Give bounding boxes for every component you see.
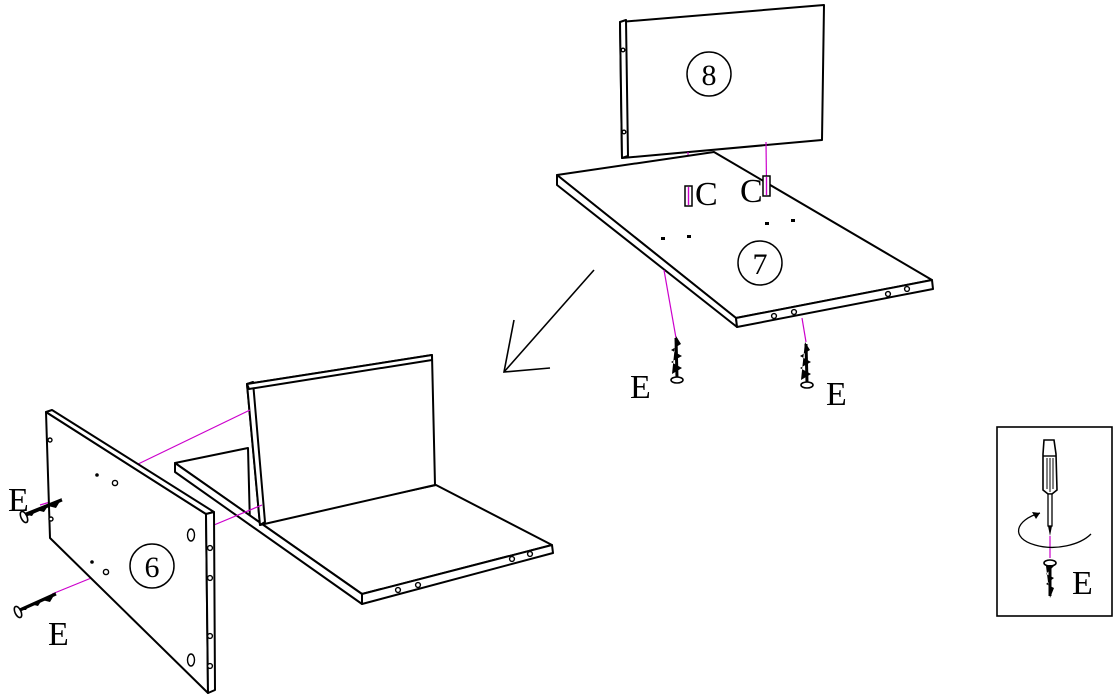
panel-7-number: 7 bbox=[737, 240, 783, 286]
panel-7: 7 bbox=[556, 151, 934, 328]
panel-8-number: 8 bbox=[686, 51, 732, 97]
screwdriver-icon bbox=[1042, 439, 1058, 536]
cam-label: C bbox=[695, 176, 718, 213]
screw-icon bbox=[800, 342, 814, 389]
screw-label: E bbox=[48, 616, 69, 653]
svg-text:7: 7 bbox=[753, 248, 768, 281]
panel-6: 6 bbox=[45, 409, 216, 694]
cam-label: C bbox=[740, 173, 763, 210]
cam-dowel-icon bbox=[762, 175, 771, 197]
panel-6-number: 6 bbox=[129, 543, 175, 589]
screw-icon bbox=[1043, 559, 1057, 598]
assembled-unit bbox=[174, 354, 554, 605]
svg-text:8: 8 bbox=[702, 59, 717, 92]
panel-8: 8 bbox=[619, 4, 825, 159]
screw-label: E bbox=[1072, 565, 1093, 602]
direction-arrow-icon bbox=[503, 269, 595, 373]
svg-text:6: 6 bbox=[145, 551, 160, 584]
screw-label: E bbox=[826, 376, 847, 413]
screw-icon bbox=[19, 498, 63, 524]
screw-icon bbox=[13, 592, 57, 619]
rotation-arrow-icon bbox=[1017, 512, 1092, 549]
cam-dowel-icon bbox=[684, 185, 693, 207]
screw-label: E bbox=[8, 482, 29, 519]
screw-icon bbox=[670, 336, 684, 384]
screw-label: E bbox=[630, 369, 651, 406]
tool-inset: E bbox=[996, 426, 1113, 617]
